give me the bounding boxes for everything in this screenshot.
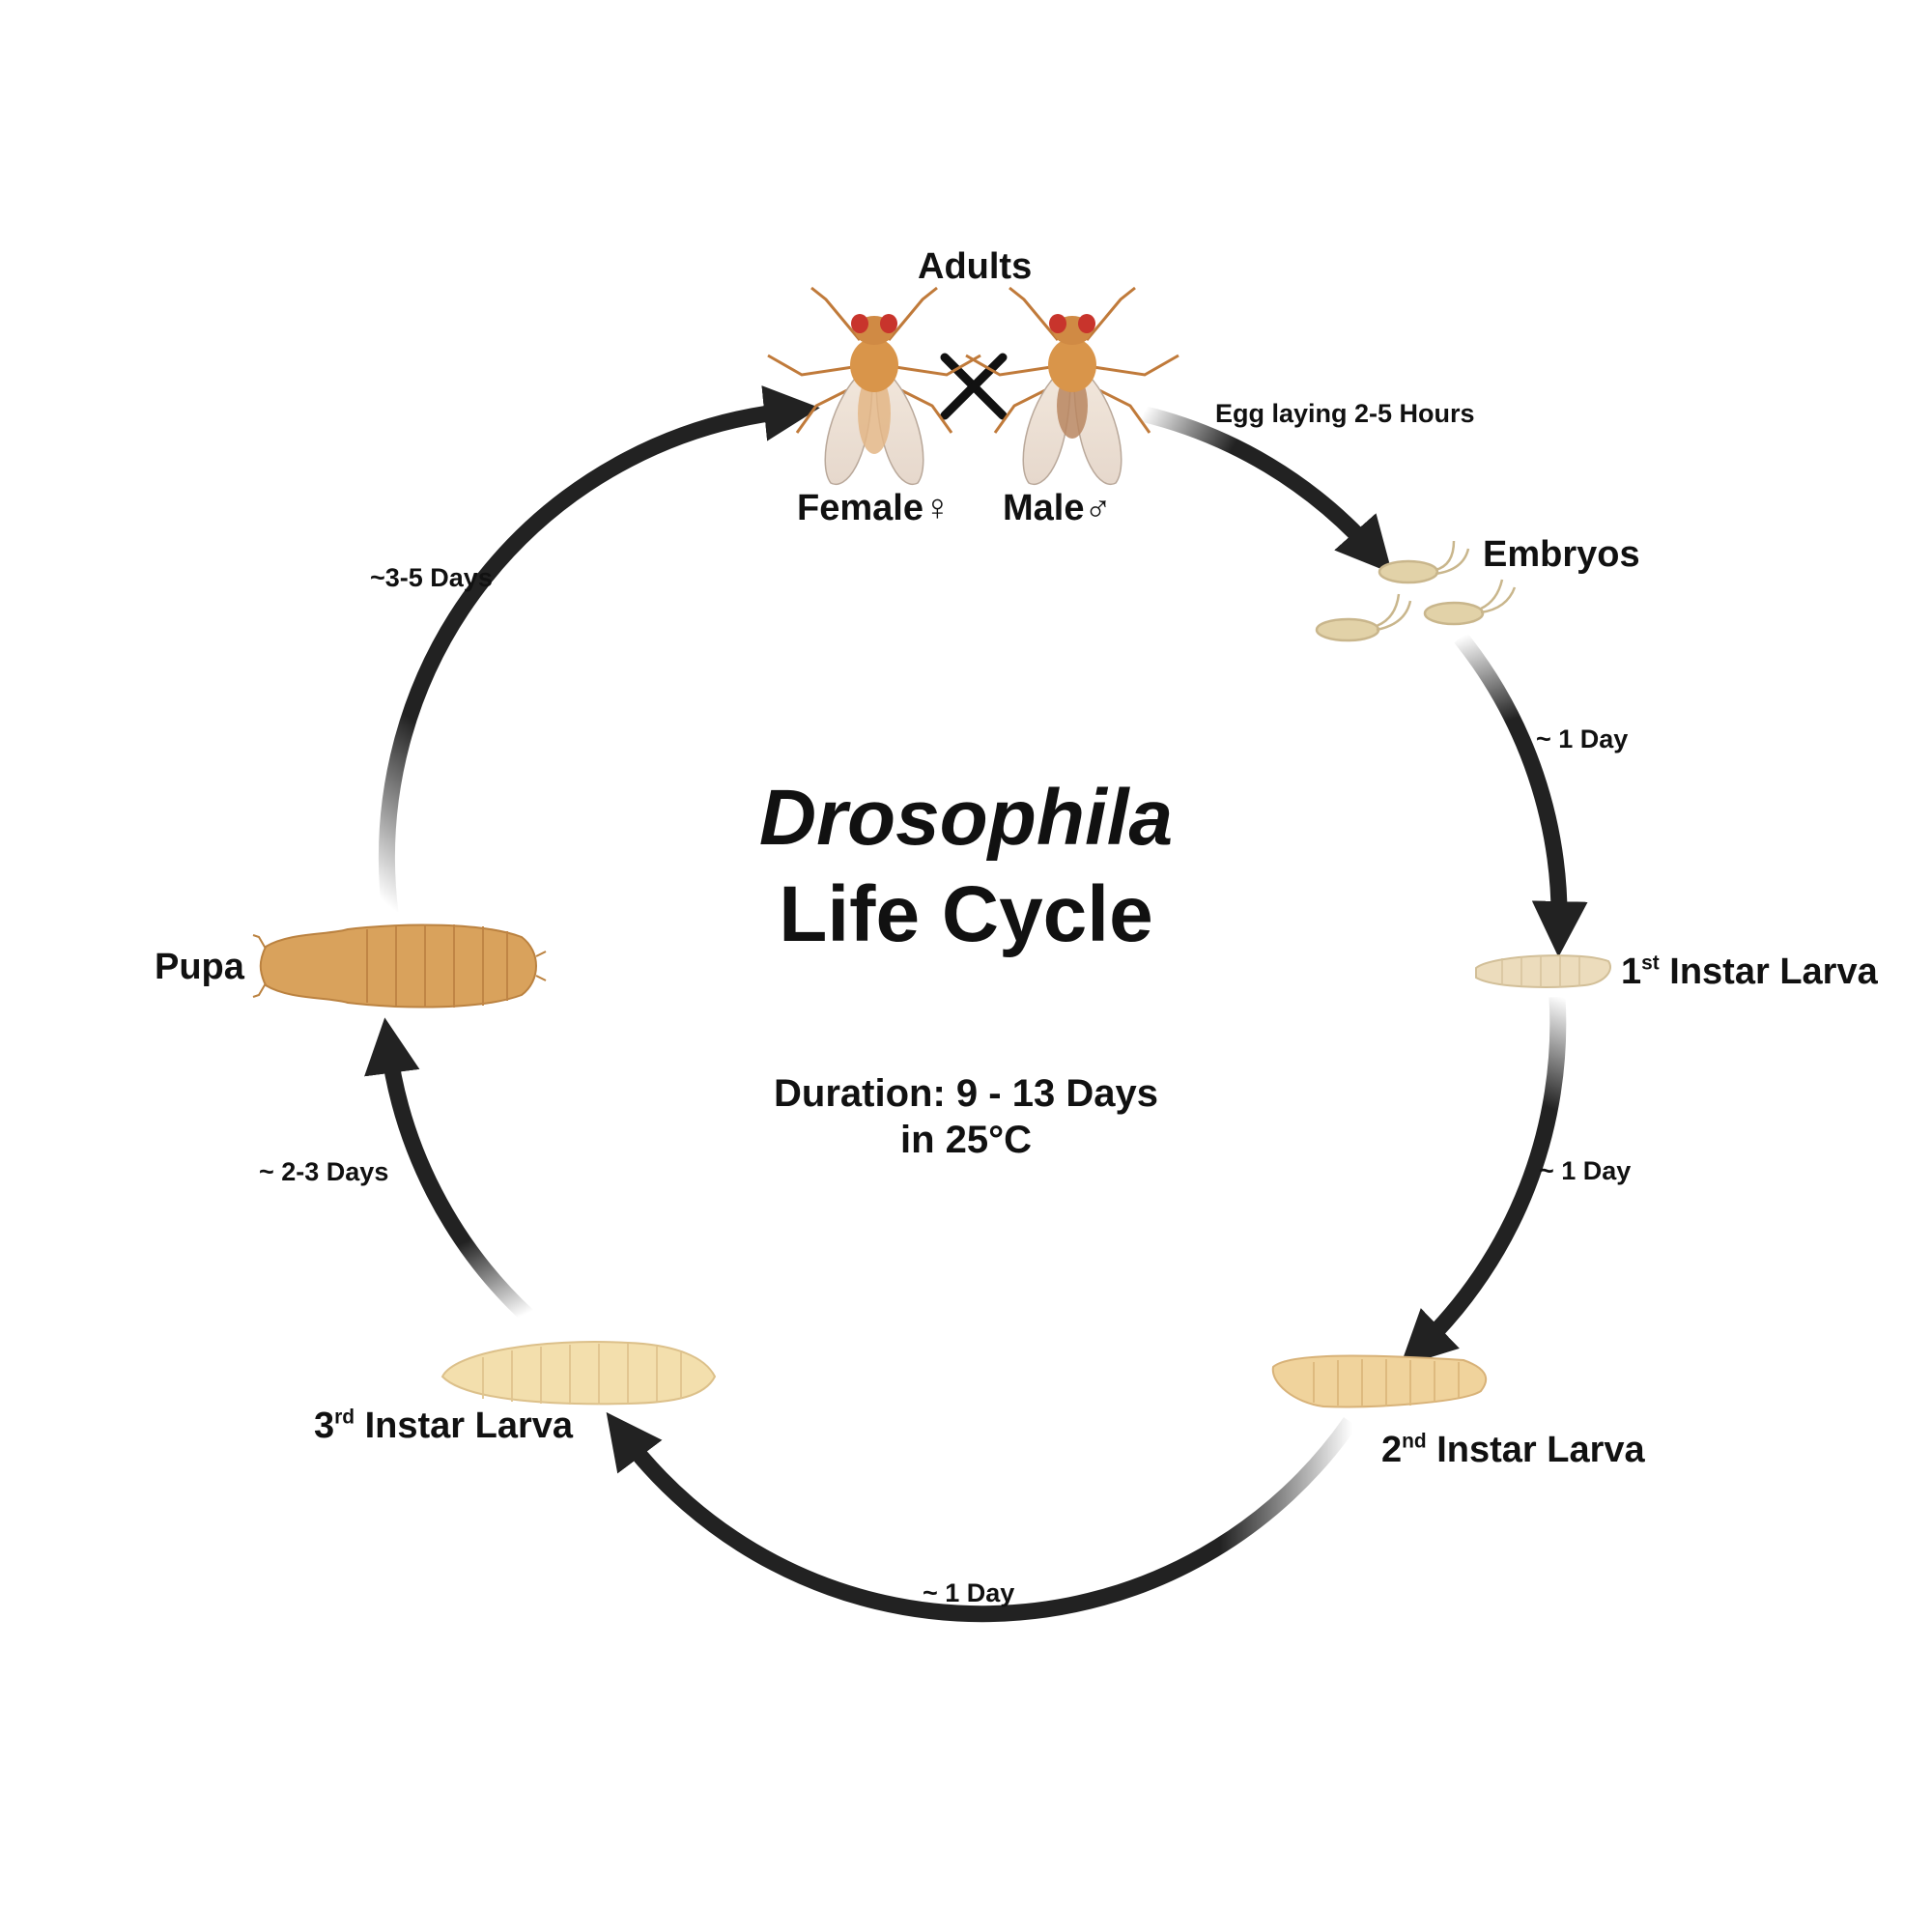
instar1-suffix: st [1641,952,1660,975]
arrow-embryos-to-instar1 [1454,632,1588,957]
instar1-number: 1 [1621,952,1642,992]
second-instar-larva-image [1271,1354,1488,1408]
instar2-number: 2 [1381,1430,1403,1470]
diagram-title: Life Cycle [779,870,1153,958]
male-fly-image [965,286,1179,485]
second-instar-label: 2nd Instar Larva [1381,1430,1645,1471]
instar3-suffix: rd [334,1406,355,1429]
third-instar-larva-image [440,1341,717,1406]
arrow-instar3-to-pupa [364,1017,533,1322]
female-symbol-icon: ♀ [923,488,952,528]
embryos-image [1315,540,1517,642]
total-duration: Duration: 9 - 13 Days [774,1072,1158,1115]
instar3-text: Instar Larva [364,1406,574,1446]
duration-adults-to-embryos: Egg laying 2-5 Hours [1215,399,1475,428]
duration-instar3-to-pupa: ~ 2-3 Days [259,1157,389,1186]
female-label: Female♀ [797,488,951,529]
pupa-image [252,923,547,1009]
duration-pupa-to-adults: ~3-5 Days [370,563,493,592]
duration-instar2-to-instar3: ~ 1 Day [923,1578,1015,1607]
third-instar-label: 3rd Instar Larva [314,1406,573,1447]
cross-symbol [940,353,1008,420]
male-text: Male [1003,488,1085,528]
temperature: in 25°C [899,1119,1033,1161]
instar2-suffix: nd [1402,1430,1427,1453]
duration-embryos-to-instar1: ~ 1 Day [1536,724,1629,753]
arrow-instar1-to-instar2 [1400,996,1567,1368]
arrow-pupa-to-adults [378,385,820,915]
arrow-adults-to-embryos [1140,405,1393,574]
male-label: Male♂ [1003,488,1112,529]
instar1-text: Instar Larva [1669,952,1878,992]
female-fly-image [767,286,981,485]
diagram-title-species: Drosophila [758,774,1174,862]
male-symbol-icon: ♂ [1084,488,1112,528]
pupa-label: Pupa [155,947,244,987]
instar2-text: Instar Larva [1436,1430,1645,1470]
adults-label: Adults [918,246,1033,287]
female-text: Female [797,488,923,528]
first-instar-larva-image [1475,954,1611,988]
cycle-arrows [364,385,1588,1623]
instar3-number: 3 [314,1406,335,1446]
first-instar-label: 1st Instar Larva [1621,952,1878,993]
embryos-label: Embryos [1483,534,1640,575]
arrow-instar2-to-instar3 [606,1411,1357,1623]
duration-instar1-to-instar2: ~ 1 Day [1539,1156,1632,1185]
